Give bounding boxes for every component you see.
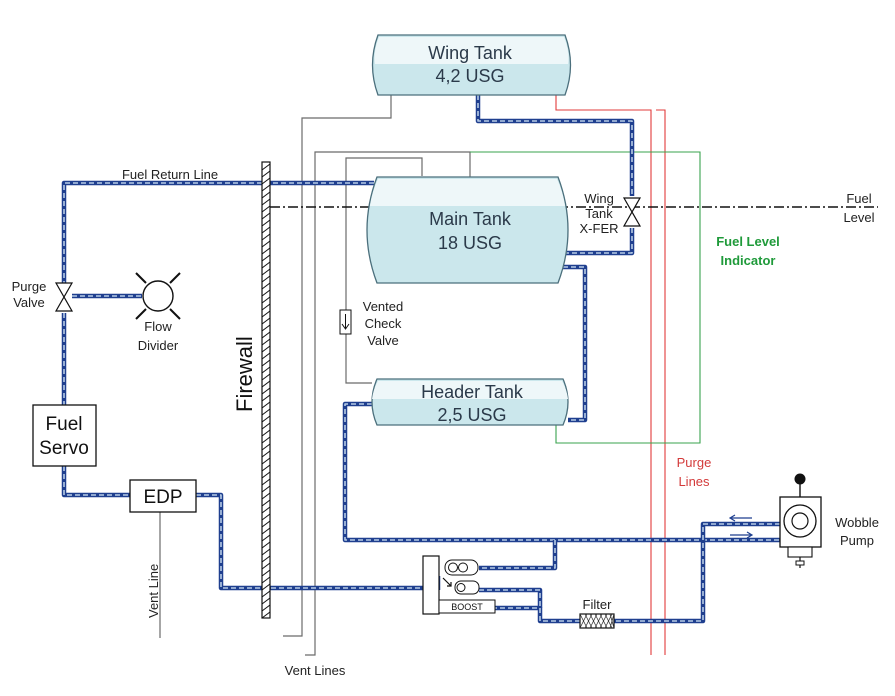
- header-tank-capacity: 2,5 USG: [437, 405, 506, 425]
- fuel-level-label-1: Fuel: [846, 191, 871, 206]
- purge-lines-label-1: Purge: [677, 455, 712, 470]
- fuel-level-indicator-label-1: Fuel Level: [716, 234, 780, 249]
- flow-divider-label-2: Divider: [138, 338, 179, 353]
- xfer-label-1: Wing: [584, 191, 614, 206]
- edp-label: EDP: [143, 487, 182, 508]
- fuel-return-line-label: Fuel Return Line: [122, 167, 218, 182]
- xfer-label-2: Tank: [585, 206, 613, 221]
- main-tank: Main Tank 18 USG: [366, 176, 569, 284]
- filter: Filter: [579, 597, 615, 629]
- firewall-label: Firewall: [232, 336, 257, 412]
- wobble-pump: Wobble Pump: [728, 473, 879, 568]
- flow-divider-label-1: Flow: [144, 319, 172, 334]
- main-tank-capacity: 18 USG: [438, 233, 502, 253]
- flow-divider: Flow Divider: [135, 272, 181, 353]
- firewall: Firewall: [232, 161, 271, 619]
- vented-check-valve-label-3: Valve: [367, 333, 399, 348]
- header-tank: Header Tank 2,5 USG: [371, 378, 569, 426]
- vented-check-valve-label-1: Vented: [363, 299, 404, 314]
- xfer-label-3: X-FER: [580, 221, 619, 236]
- vent-lines-label: Vent Lines: [285, 663, 346, 678]
- purge-lines-label-2: Lines: [678, 474, 710, 489]
- wing-tank: Wing Tank 4,2 USG: [371, 34, 572, 96]
- wobble-pump-label-2: Pump: [840, 533, 874, 548]
- purge-valve-label-1: Purge: [12, 279, 47, 294]
- vented-check-valve: Vented Check Valve: [339, 299, 404, 348]
- boost-pump-unit: BOOST: [422, 555, 496, 615]
- wing-tank-name: Wing Tank: [428, 43, 513, 63]
- fuel-servo: Fuel Servo: [32, 404, 97, 467]
- boost-label: BOOST: [451, 602, 483, 612]
- firewall-hatch: [261, 163, 271, 619]
- filter-label: Filter: [583, 597, 613, 612]
- wobble-pump-label-1: Wobble: [835, 515, 879, 530]
- purge-valve-label-2: Valve: [13, 295, 45, 310]
- filter-hatch: [579, 613, 615, 629]
- fuel-lines: [61, 95, 780, 624]
- vent-lines: [159, 95, 471, 656]
- main-tank-name: Main Tank: [429, 209, 512, 229]
- fuel-level-indicator-line: [470, 151, 701, 444]
- purge-valve: Purge Valve: [12, 279, 74, 312]
- edp: EDP: [129, 479, 197, 513]
- wing-tank-capacity: 4,2 USG: [435, 66, 504, 86]
- fuel-servo-label-2: Servo: [39, 438, 89, 459]
- wing-tank-xfer-valve: Wing Tank X-FER: [580, 191, 642, 236]
- purge-lines: [555, 95, 666, 655]
- fuel-level-indicator-label-2: Indicator: [721, 253, 776, 268]
- fuel-level-label-2: Level: [843, 210, 874, 225]
- header-tank-name: Header Tank: [421, 382, 524, 402]
- fuel-servo-label-1: Fuel: [46, 414, 83, 435]
- vent-line-label: Vent Line: [146, 564, 161, 618]
- vented-check-valve-label-2: Check: [365, 316, 402, 331]
